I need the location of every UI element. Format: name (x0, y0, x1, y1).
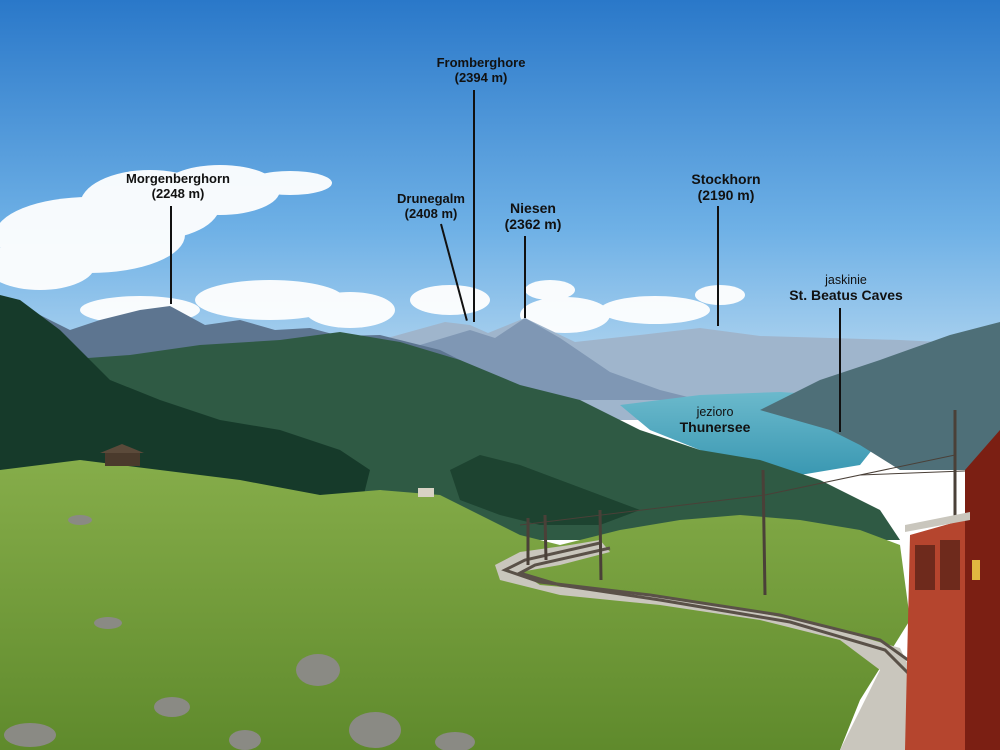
forest-center (450, 455, 640, 525)
stockhorn-pointer (717, 206, 719, 326)
right-hills (760, 322, 1000, 470)
morgenberghorn-pointer (170, 206, 172, 304)
forest-left (0, 295, 370, 510)
niesen-elevation: (2362 m) (504, 216, 562, 233)
fromberghore-elevation: (2394 m) (454, 69, 508, 85)
label-niesen: Niesen (2362 m) (505, 200, 562, 232)
farmhouse (418, 488, 434, 497)
niesen-name: Niesen (510, 200, 556, 216)
label-stockhorn: Stockhorn (2190 m) (691, 171, 760, 203)
beatus-name: St. Beatus Caves (789, 287, 903, 304)
rail-track-2 (516, 546, 917, 682)
catenary-poles (526, 410, 957, 596)
meadow (0, 460, 910, 750)
fromberghore-name: Fromberghore (436, 55, 526, 70)
alpine-hut (100, 444, 144, 466)
clouds (0, 165, 745, 333)
fromberghore-pointer (473, 90, 475, 322)
label-thunersee: jezioro Thunersee (680, 405, 751, 435)
label-morgenberghorn: Morgenberghorn (2248 m) (126, 171, 230, 202)
drunegalm-name: Drunegalm (397, 191, 465, 206)
thunersee-prefix: jezioro (696, 405, 734, 419)
label-drunegalm: Drunegalm (2408 m) (397, 191, 465, 222)
stockhorn-elevation: (2190 m) (697, 187, 755, 204)
train-carriage (905, 430, 1000, 750)
thunersee-name: Thunersee (679, 419, 751, 436)
beatus-prefix: jaskinie (825, 273, 867, 287)
label-beatus-caves: jaskinie St. Beatus Caves (789, 273, 903, 303)
niesen-pointer (524, 236, 526, 318)
beatus-pointer (839, 308, 841, 432)
drunegalm-elevation: (2408 m) (404, 205, 458, 221)
rail-track (501, 541, 916, 667)
morgenberghorn-name: Morgenberghorn (126, 171, 230, 186)
rocks (4, 515, 475, 750)
label-fromberghore: Fromberghore (2394 m) (436, 55, 526, 86)
stockhorn-name: Stockhorn (691, 171, 761, 187)
morgenberghorn-elevation: (2248 m) (151, 185, 205, 201)
